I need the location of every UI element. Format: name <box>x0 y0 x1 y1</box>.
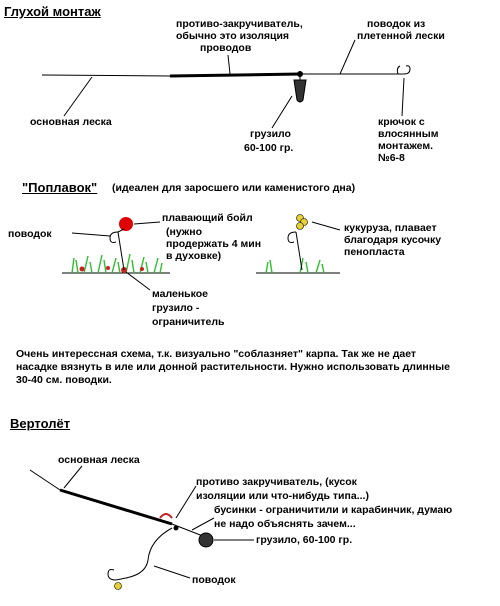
boilie <box>114 582 122 590</box>
label-heli-leader: поводок <box>192 574 236 586</box>
label-hook-3: монтажем. <box>378 140 434 152</box>
heading-heli-rig: Вертолёт <box>10 416 71 431</box>
label-leader: поводок <box>8 228 52 240</box>
label-anti-twist-2: обычно это изоляция <box>176 30 290 42</box>
label-main-line: основная леска <box>30 116 112 128</box>
label-boilie-1: плавающий бойл <box>162 212 253 224</box>
label-heli-sinker: грузило, 60-100 гр. <box>256 534 353 546</box>
main-line <box>41 74 171 77</box>
leader <box>115 527 173 581</box>
label-anti-twist-1: противо-закручиватель, <box>176 18 303 30</box>
sinker <box>293 79 307 103</box>
boilie <box>119 217 133 231</box>
label-leader-2: плетенной лески <box>357 30 445 42</box>
label-hook-1: крючок с <box>378 116 425 128</box>
hair <box>396 65 401 75</box>
label-boilie-4: в духовке) <box>166 250 222 262</box>
label-hook-4: №6-8 <box>378 152 405 164</box>
heading-deaf-rig: Глухой монтаж <box>4 4 101 19</box>
anti-twist-tube <box>169 72 301 78</box>
label-anti-twist-3: проводов <box>200 42 252 54</box>
label-sinker-2: 60-100 гр. <box>244 142 294 154</box>
label-heli-anti-twist-1: противо закручиватель, (кусок <box>196 476 357 488</box>
hook <box>107 569 117 581</box>
label-leader-1: поводок из <box>367 18 426 30</box>
label-hook-2: влосянным <box>378 128 439 140</box>
sinker <box>198 532 214 548</box>
stop-bead <box>159 513 173 519</box>
main-line <box>29 469 61 491</box>
label-small-sinker-3: ограничитель <box>152 316 225 328</box>
bead <box>173 525 179 531</box>
label-beads-2: не надо объяснять зачем... <box>214 518 356 530</box>
float-rig-drawing <box>62 214 341 291</box>
leader-right <box>295 231 303 271</box>
leader-left <box>117 231 125 271</box>
heli-rig-drawing <box>29 465 254 590</box>
label-beads-1: бусинки - ограничитили и карабинчик, дум… <box>214 504 453 516</box>
label-sinker-1: грузило <box>250 128 291 140</box>
label-boilie-3: продержать 4 мин <box>166 238 262 250</box>
weed-right <box>265 257 325 274</box>
deaf-rig-drawing <box>41 39 411 129</box>
label-corn-2: благодаря кусочку <box>344 234 442 246</box>
label-corn-3: пенопласта <box>344 246 405 258</box>
float-subheading: (идеален для заросшего или каменистого д… <box>112 182 356 194</box>
label-small-sinker-2: грузило - <box>152 302 200 314</box>
label-corn-1: кукуруза, плавает <box>344 222 437 234</box>
heading-float-rig: "Поплавок" <box>22 180 98 195</box>
label-heli-main-line: основная леска <box>58 454 140 466</box>
label-heli-anti-twist-2: изоляции или что-нибудь типа...) <box>196 490 369 502</box>
float-note: Очень интересcная схема, т.к. визуально … <box>16 348 450 386</box>
label-small-sinker-1: маленькое <box>152 288 209 300</box>
anti-twist-tube <box>59 488 173 526</box>
weed-left <box>71 253 163 274</box>
hook <box>398 65 411 75</box>
hook-left <box>109 231 119 243</box>
corn <box>296 214 308 230</box>
hook-right <box>287 231 297 243</box>
label-boilie-2: (нужно <box>166 226 203 238</box>
